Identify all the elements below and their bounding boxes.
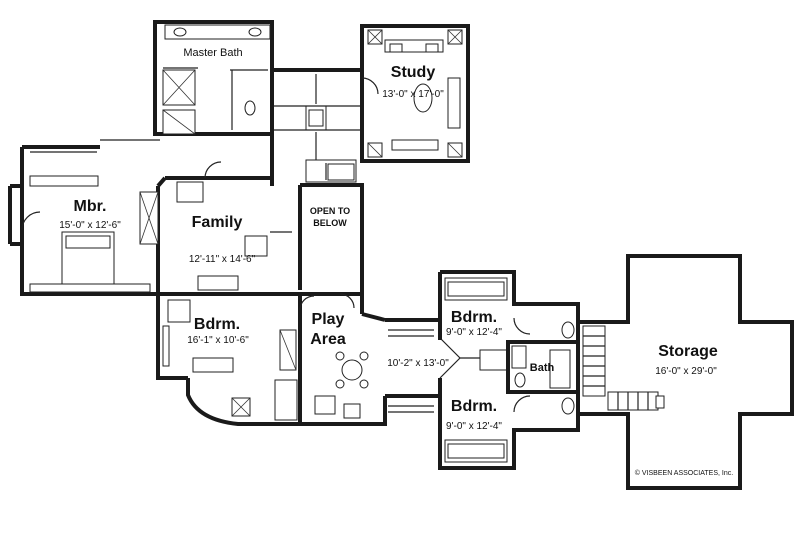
- family-size: 12'-11" x 14'-6": [188, 254, 256, 265]
- mbr-label: Mbr.: [73, 198, 107, 215]
- play-area-label-line1: Play: [311, 311, 345, 328]
- study-label: Study: [390, 64, 436, 81]
- play-area-label-line2: Area: [310, 331, 346, 348]
- bdrm-left-label: Bdrm.: [193, 316, 241, 333]
- bdrm-left-walls: [156, 294, 302, 426]
- bath-label: Bath: [529, 362, 555, 374]
- mbr-size: 15'-0" x 12'-6": [59, 220, 121, 231]
- family-walls: [156, 161, 300, 296]
- open-to-below-line1: OPEN TO: [309, 206, 351, 216]
- study-size: 13'-0" x 17'-0": [382, 89, 444, 100]
- bdrm-lower-size: 9'-0" x 12'-4": [446, 421, 502, 432]
- play-area-walls: [299, 292, 387, 426]
- bath-walls: [506, 321, 580, 415]
- bdrm-left-size: 16'-1" x 10'-6": [187, 335, 249, 346]
- master-bath-label: Master Bath: [183, 47, 243, 59]
- bdrm-upper-label: Bdrm.: [450, 309, 498, 326]
- bdrm-upper-size: 9'-0" x 12'-4": [446, 327, 502, 338]
- copyright-text: © VISBEEN ASSOCIATES, Inc.: [634, 470, 734, 477]
- family-label: Family: [191, 214, 243, 231]
- hall-walls: [270, 68, 364, 314]
- bdrm-lower-walls: [438, 378, 580, 470]
- right-hall-walls: [385, 318, 509, 413]
- study-walls: [360, 24, 470, 163]
- bdrm-upper-walls: [438, 270, 580, 378]
- bdrm-lower-label: Bdrm.: [450, 398, 498, 415]
- master-bath-walls: [153, 20, 274, 136]
- storage-label: Storage: [658, 343, 718, 360]
- open-to-below-line2: BELOW: [313, 218, 347, 228]
- storage-size: 16'-0" x 29'-0": [655, 366, 717, 377]
- mbr-walls: [8, 139, 160, 296]
- storage-walls: [578, 254, 794, 490]
- play-area-size: 10'-2" x 13'-0": [387, 358, 449, 369]
